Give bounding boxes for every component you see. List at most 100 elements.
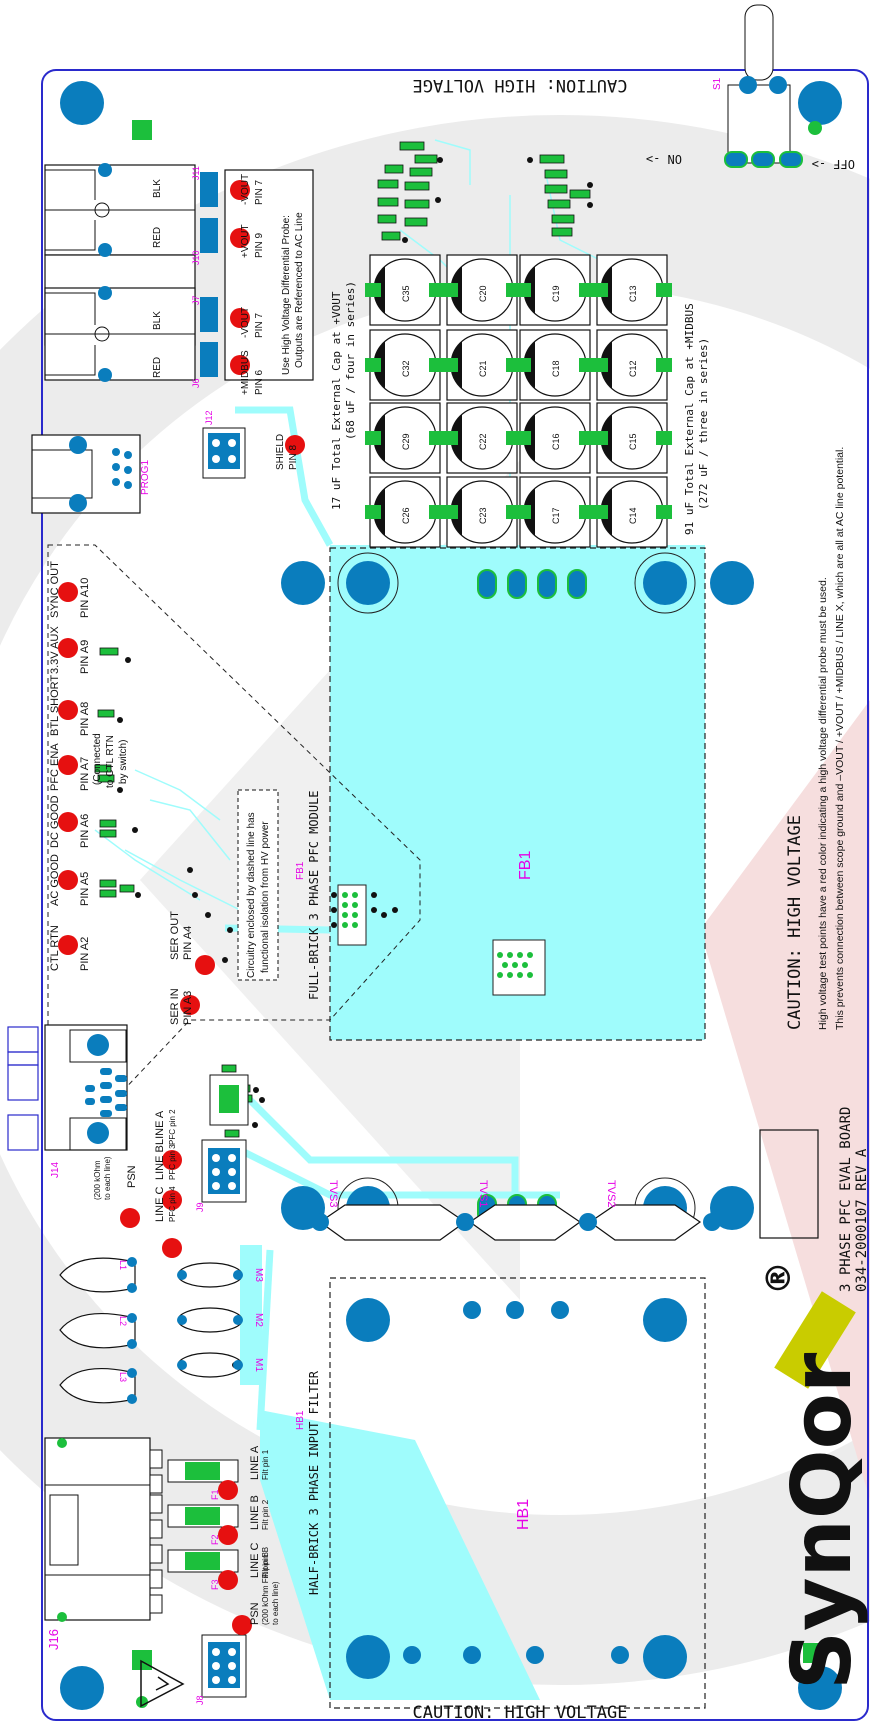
test-point xyxy=(230,228,250,248)
capacitor-label: C35 xyxy=(401,285,411,302)
probe-box xyxy=(224,169,314,381)
ser-out-name: SER OUT xyxy=(169,911,181,960)
fuse-f1: F1 xyxy=(210,1489,220,1500)
fb1-ref: FB1 xyxy=(295,861,306,880)
test-point xyxy=(162,1190,182,1210)
capacitor-pad xyxy=(656,505,672,519)
capacitor-pad xyxy=(592,431,608,445)
capacitor-pad xyxy=(579,358,595,372)
capacitor-pad xyxy=(429,283,445,297)
capacitor-pad xyxy=(579,431,595,445)
signal-name: AC GOOD xyxy=(49,854,61,906)
fuse-f2: F2 xyxy=(210,1534,220,1545)
caution-main: CAUTION: HIGH VOLTAGE xyxy=(785,815,805,1030)
test-point xyxy=(180,995,200,1015)
filter-pin-b: Filt pin 2 xyxy=(261,1499,270,1530)
j10-ref: J10 xyxy=(191,250,201,265)
mounting-holes xyxy=(60,81,842,1710)
inductor-l1: L1 xyxy=(118,1260,128,1270)
prog1-ref: PROG1 xyxy=(140,460,151,495)
psn-bottom-name: PSN xyxy=(249,1602,261,1625)
signal-name: CTL RTN xyxy=(49,925,61,971)
tvs1-label: TVS1 xyxy=(477,1180,489,1208)
capacitor-pad xyxy=(429,431,445,445)
test-point xyxy=(58,638,78,658)
switch-ref: S1 xyxy=(712,77,723,90)
signal-pin: PIN A5 xyxy=(79,872,91,906)
capacitor-label: C15 xyxy=(628,433,638,450)
hb1-label: HALF-BRICK 3 PHASE INPUT FILTER xyxy=(307,1370,321,1595)
capacitor-label: C16 xyxy=(551,433,561,450)
capacitor-pad xyxy=(515,505,531,519)
psn-top-name: PSN xyxy=(126,1165,138,1188)
test-point xyxy=(58,755,78,775)
j10-sig: +VOUT xyxy=(240,224,251,258)
signal-pin: PIN A7 xyxy=(79,757,91,791)
pfc-ena-note-1: (Connected xyxy=(92,733,103,785)
ser-out-pin: PIN A4 xyxy=(182,926,194,960)
test-point xyxy=(58,935,78,955)
switch-off: OFF -> xyxy=(812,157,855,171)
capacitor-pad xyxy=(515,358,531,372)
capacitor-pad xyxy=(515,431,531,445)
signal-name: DC GOOD xyxy=(49,795,61,848)
logo-accent xyxy=(774,1291,856,1389)
mount-m3: M3 xyxy=(253,1268,264,1282)
signal-name: BTL SHORT xyxy=(49,675,61,736)
j7-ref: J7 xyxy=(191,295,201,305)
capacitor-pad xyxy=(365,505,381,519)
capacitor-pad xyxy=(592,505,608,519)
j9-pin-b: PFC pin 3 xyxy=(168,1144,177,1180)
j9-line-c: LINE C xyxy=(154,1186,166,1222)
test-point xyxy=(162,1150,182,1170)
capacitor-label: C21 xyxy=(478,360,488,377)
fiducial-1 xyxy=(132,120,152,140)
capacitor-label: C12 xyxy=(628,360,638,377)
capacitor-pad xyxy=(429,358,445,372)
hv-note-2: This prevents connection between scope g… xyxy=(834,447,846,1030)
label-box xyxy=(759,1129,819,1239)
filter-line-c: LINE C xyxy=(249,1542,261,1578)
prog1-connector xyxy=(31,434,141,514)
capacitor-label: C14 xyxy=(628,507,638,524)
board-title: 3 PHASE PFC EVAL BOARD xyxy=(838,1107,854,1292)
j11-ref: J11 xyxy=(191,166,201,180)
mount-m1: M1 xyxy=(253,1358,264,1372)
test-point xyxy=(58,700,78,720)
smd-group-top xyxy=(94,141,593,1518)
capacitor-label: C32 xyxy=(401,360,411,377)
capacitor-pad xyxy=(515,283,531,297)
hb1-pins xyxy=(403,1301,629,1664)
test-point xyxy=(230,308,250,328)
j6-sig: +MIDBUS xyxy=(240,350,251,395)
bulk-capacitors: C35C32C29C26C20C21C22C23C19C18C16C17C13C… xyxy=(365,254,672,548)
signal-pin: PIN A10 xyxy=(79,578,91,618)
j11-sig: -VOUT xyxy=(240,174,251,205)
switch-s1 xyxy=(724,4,822,168)
small-connectors xyxy=(201,427,247,1698)
psn-bottom-note-1: (200 kOhm Filt pin B xyxy=(261,1552,270,1625)
capacitor-label: C19 xyxy=(551,285,561,302)
test-point xyxy=(162,1238,182,1258)
caps-vout-note-1: 17 uF Total External Cap at +VOUT xyxy=(330,291,343,510)
capacitor-label: C20 xyxy=(478,285,488,302)
capacitor-label: C26 xyxy=(401,507,411,524)
fb1-footprint xyxy=(492,939,546,996)
signal-pin: PIN A8 xyxy=(79,702,91,736)
logo: SynQor xyxy=(775,1352,870,1690)
test-point xyxy=(230,355,250,375)
caps-vout-note-2: (68 uF / four in series) xyxy=(344,281,357,440)
mount-m2: M2 xyxy=(253,1313,264,1327)
hb1-ref: HB1 xyxy=(295,1410,306,1430)
capacitor-pad xyxy=(442,505,458,519)
capacitor-pad xyxy=(442,431,458,445)
fiducial-3 xyxy=(803,1643,823,1663)
j6-color: RED xyxy=(152,357,163,378)
capacitor-label: C22 xyxy=(478,433,488,450)
capacitor-pad xyxy=(365,283,381,297)
filter-pin-c: Filt pin B xyxy=(261,1547,270,1578)
test-point xyxy=(230,180,250,200)
capacitor-pad xyxy=(592,358,608,372)
